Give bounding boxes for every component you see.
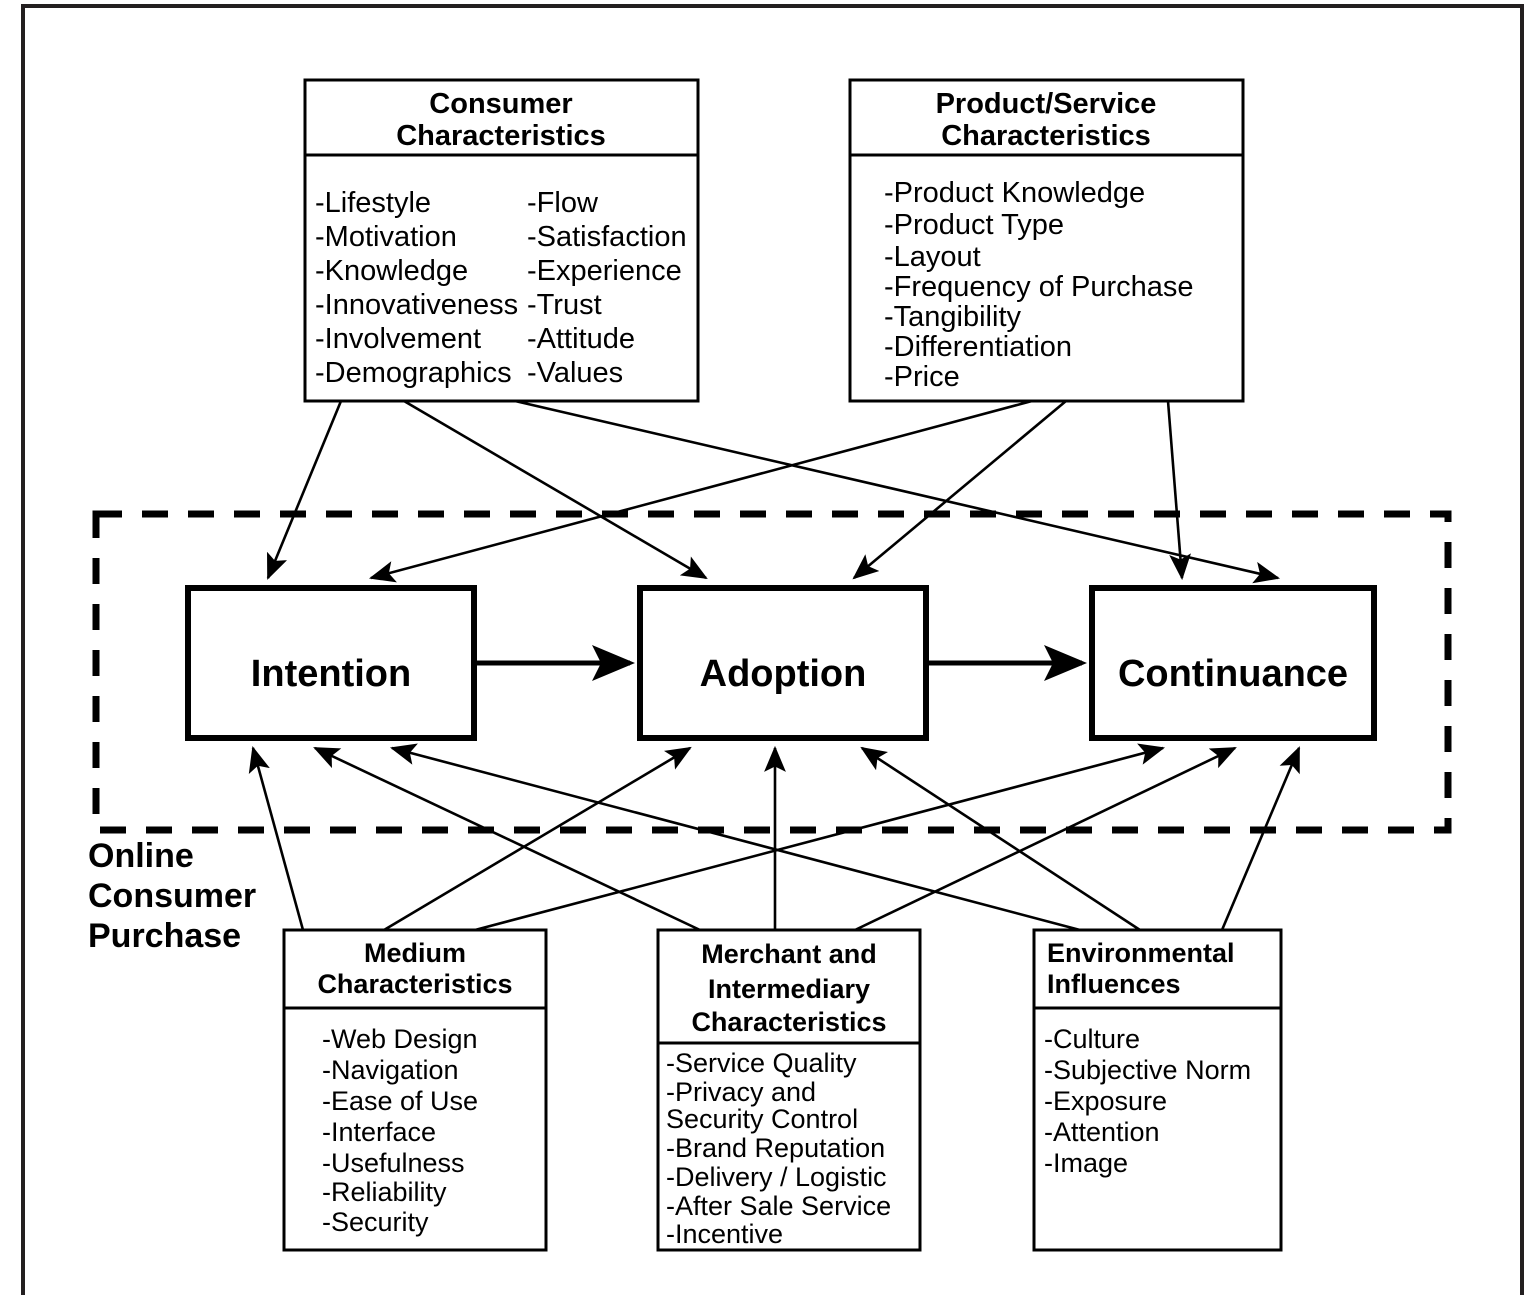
product-item-6: -Price: [884, 361, 960, 393]
merchant-title-line-2: Intermediary: [708, 974, 870, 1004]
online-consumer-purchase-zone: [92, 510, 1452, 834]
merchant-item-5: -After Sale Service: [666, 1191, 891, 1221]
medium-box-outline: [282, 928, 548, 1252]
edge-merchant-to-intention: [313, 746, 701, 932]
medium-item-0: -Web Design: [322, 1024, 478, 1054]
consumer-title-line-2: Characteristics: [396, 120, 606, 152]
product-item-5: -Differentiation: [884, 331, 1072, 363]
merchant-item-3: -Brand Reputation: [666, 1133, 885, 1163]
environmental-title-line-2: Influences: [1047, 969, 1181, 999]
edge-environmental-to-continuance: [1220, 746, 1301, 931]
environmental-item-0: -Culture: [1044, 1024, 1140, 1054]
medium-item-3: -Interface: [322, 1117, 436, 1147]
consumer-characteristics-box[interactable]: Consumer Characteristics -Lifestyle -Mot…: [303, 78, 700, 403]
core-boxes: Intention Adoption Continuance: [185, 585, 1377, 741]
consumer-item-7: -Satisfaction: [527, 221, 687, 253]
edge-environmental-to-intention: [389, 743, 1081, 932]
product-title-line-2: Characteristics: [941, 120, 1151, 152]
product-item-3: -Frequency of Purchase: [884, 271, 1193, 303]
zone-label-line-1: Online: [88, 837, 194, 875]
medium-characteristics-box[interactable]: Medium Characteristics -Web Design -Navi…: [282, 928, 548, 1252]
intention-box[interactable]: [185, 585, 477, 741]
continuance-box[interactable]: [1089, 585, 1377, 741]
environmental-title-line-1: Environmental: [1047, 938, 1235, 968]
consumer-item-11: -Values: [527, 357, 623, 389]
merchant-intermediary-characteristics-box[interactable]: Merchant and Intermediary Characteristic…: [656, 928, 922, 1252]
edge-environmental-to-adoption: [860, 746, 1141, 932]
edge-product-to-continuance: [1166, 400, 1191, 581]
merchant-box-outline: [656, 928, 922, 1252]
edge-product-to-intention: [368, 399, 1033, 583]
product-item-0: -Product Knowledge: [884, 177, 1145, 209]
environmental-item-3: -Attention: [1044, 1117, 1160, 1147]
consumer-item-8: -Experience: [527, 255, 682, 287]
edge-consumer-to-adoption: [403, 399, 708, 580]
product-item-2: -Layout: [884, 241, 981, 273]
product-service-characteristics-box[interactable]: Product/Service Characteristics -Product…: [848, 78, 1245, 403]
consumer-box-outline: [303, 78, 700, 403]
edge-medium-to-adoption: [383, 746, 692, 932]
consumer-item-1: -Motivation: [315, 221, 457, 253]
consumer-item-0: -Lifestyle: [315, 187, 431, 219]
consumer-title-line-1: Consumer: [429, 88, 572, 120]
consumer-item-2: -Knowledge: [315, 255, 468, 287]
consumer-item-6: -Flow: [527, 187, 599, 219]
medium-item-5: -Reliability: [322, 1177, 447, 1207]
edge-consumer-to-intention: [266, 400, 343, 580]
merchant-title-line-1: Merchant and: [701, 939, 877, 969]
zone-caption: Online Consumer Purchase: [88, 837, 256, 955]
edge-medium-to-continuance: [474, 743, 1166, 932]
merchant-title-line-3: Characteristics: [691, 1007, 886, 1037]
connectors-bottom: [248, 743, 1301, 932]
edge-medium-to-intention: [248, 745, 305, 931]
consumer-item-9: -Trust: [527, 289, 602, 321]
continuance-label: Continuance: [1118, 653, 1348, 695]
product-title-line-1: Product/Service: [936, 88, 1157, 120]
product-item-4: -Tangibility: [884, 301, 1021, 333]
medium-item-4: -Usefulness: [322, 1148, 465, 1178]
merchant-item-2: Security Control: [666, 1104, 858, 1134]
product-item-1: -Product Type: [884, 209, 1064, 241]
intention-label: Intention: [251, 653, 411, 695]
edge-product-to-adoption: [852, 400, 1067, 580]
medium-item-2: -Ease of Use: [322, 1086, 478, 1116]
environmental-item-1: -Subjective Norm: [1044, 1055, 1251, 1085]
adoption-label: Adoption: [700, 653, 867, 695]
medium-item-1: -Navigation: [322, 1055, 459, 1085]
medium-item-6: -Security: [322, 1207, 429, 1237]
consumer-item-3: -Innovativeness: [315, 289, 518, 321]
consumer-item-10: -Attitude: [527, 323, 635, 355]
environmental-box-outline: [1032, 928, 1283, 1252]
medium-title-line-2: Characteristics: [317, 969, 512, 999]
zone-label-line-3: Purchase: [88, 917, 241, 955]
merchant-item-4: -Delivery / Logistic: [666, 1162, 887, 1192]
product-box-outline: [848, 78, 1245, 403]
figure-border: [21, 4, 1524, 1295]
merchant-item-1: -Privacy and: [666, 1077, 816, 1107]
environmental-influences-box[interactable]: Environmental Influences -Culture -Subje…: [1032, 928, 1283, 1252]
zone-label-line-2: Consumer: [88, 877, 256, 915]
environmental-item-2: -Exposure: [1044, 1086, 1167, 1116]
edge-consumer-to-continuance: [514, 399, 1281, 584]
connectors-top: [266, 399, 1281, 584]
merchant-item-6: -Incentive: [666, 1219, 783, 1249]
consumer-item-5: -Demographics: [315, 357, 512, 389]
consumer-item-4: -Involvement: [315, 323, 481, 355]
merchant-item-0: -Service Quality: [666, 1048, 857, 1078]
edge-merchant-to-continuance: [854, 746, 1237, 932]
environmental-item-4: -Image: [1044, 1148, 1128, 1178]
medium-title-line-1: Medium: [364, 938, 466, 968]
adoption-box[interactable]: [637, 585, 929, 741]
